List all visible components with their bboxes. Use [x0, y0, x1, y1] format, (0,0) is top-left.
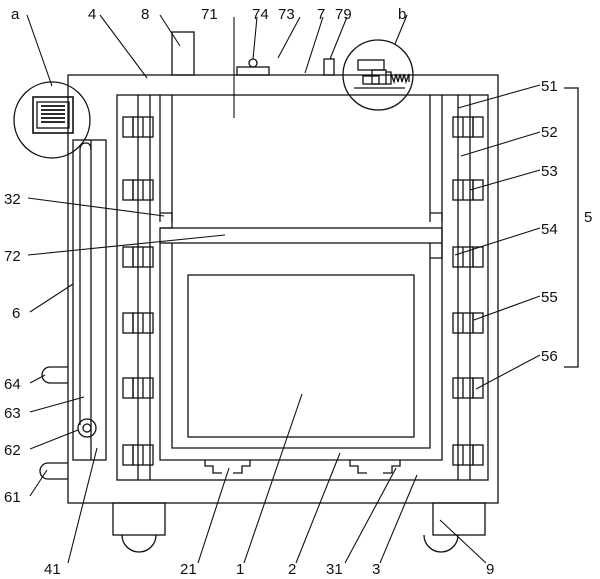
label-21: 21 — [180, 561, 197, 578]
label-53: 53 — [541, 163, 558, 180]
latch-mechanism — [354, 59, 410, 89]
label-b: b — [398, 6, 406, 23]
side-pump-wheel — [77, 418, 97, 438]
label-9: 9 — [486, 561, 494, 578]
label-51: 51 — [541, 78, 558, 95]
label-3: 3 — [372, 561, 380, 578]
label-5: 5 — [584, 209, 592, 226]
partition-plate — [159, 227, 443, 244]
right-rail — [457, 95, 471, 480]
label-73: 73 — [278, 6, 295, 23]
label-54: 54 — [541, 221, 558, 238]
label-74: 74 — [252, 6, 269, 23]
outer-housing — [67, 74, 499, 504]
top-pipe — [171, 31, 195, 76]
pipe-61 — [39, 462, 68, 480]
label-1: 1 — [236, 561, 244, 578]
label-71: 71 — [201, 6, 218, 23]
bracket-5 — [564, 87, 579, 368]
drawer-walls — [159, 243, 443, 461]
label-52: 52 — [541, 124, 558, 141]
top-valve-block — [236, 66, 270, 76]
window-panel — [187, 274, 415, 438]
label-55: 55 — [541, 289, 558, 306]
label-4: 4 — [88, 6, 96, 23]
pipe-64 — [41, 366, 68, 384]
side-tank — [72, 139, 107, 461]
label-2: 2 — [288, 561, 296, 578]
label-63: 63 — [4, 405, 21, 422]
left-roller-set — [122, 116, 154, 466]
control-panel — [32, 96, 74, 134]
detail-circle-b — [342, 39, 414, 111]
right-roller-set — [452, 116, 484, 466]
label-6: 6 — [12, 305, 20, 322]
label-62: 62 — [4, 442, 21, 459]
label-31: 31 — [326, 561, 343, 578]
label-8: 8 — [141, 6, 149, 23]
detail-circle-a — [13, 81, 91, 159]
left-rail — [137, 95, 151, 480]
label-56: 56 — [541, 348, 558, 365]
label-41: 41 — [44, 561, 61, 578]
leader-lines — [26, 14, 541, 564]
label-7: 7 — [317, 6, 325, 23]
hook-row — [204, 460, 401, 474]
top-sensor — [323, 58, 335, 76]
slot-left — [160, 212, 173, 229]
label-32: 32 — [4, 191, 21, 208]
label-64: 64 — [4, 376, 21, 393]
inner-frame — [116, 94, 489, 481]
roller-right — [423, 502, 486, 553]
label-72: 72 — [4, 248, 21, 265]
label-79: 79 — [335, 6, 352, 23]
label-a: a — [11, 6, 20, 23]
top-valve-knob — [248, 58, 258, 68]
slot-right — [430, 212, 443, 259]
roller-left — [112, 502, 166, 553]
label-61: 61 — [4, 489, 21, 506]
